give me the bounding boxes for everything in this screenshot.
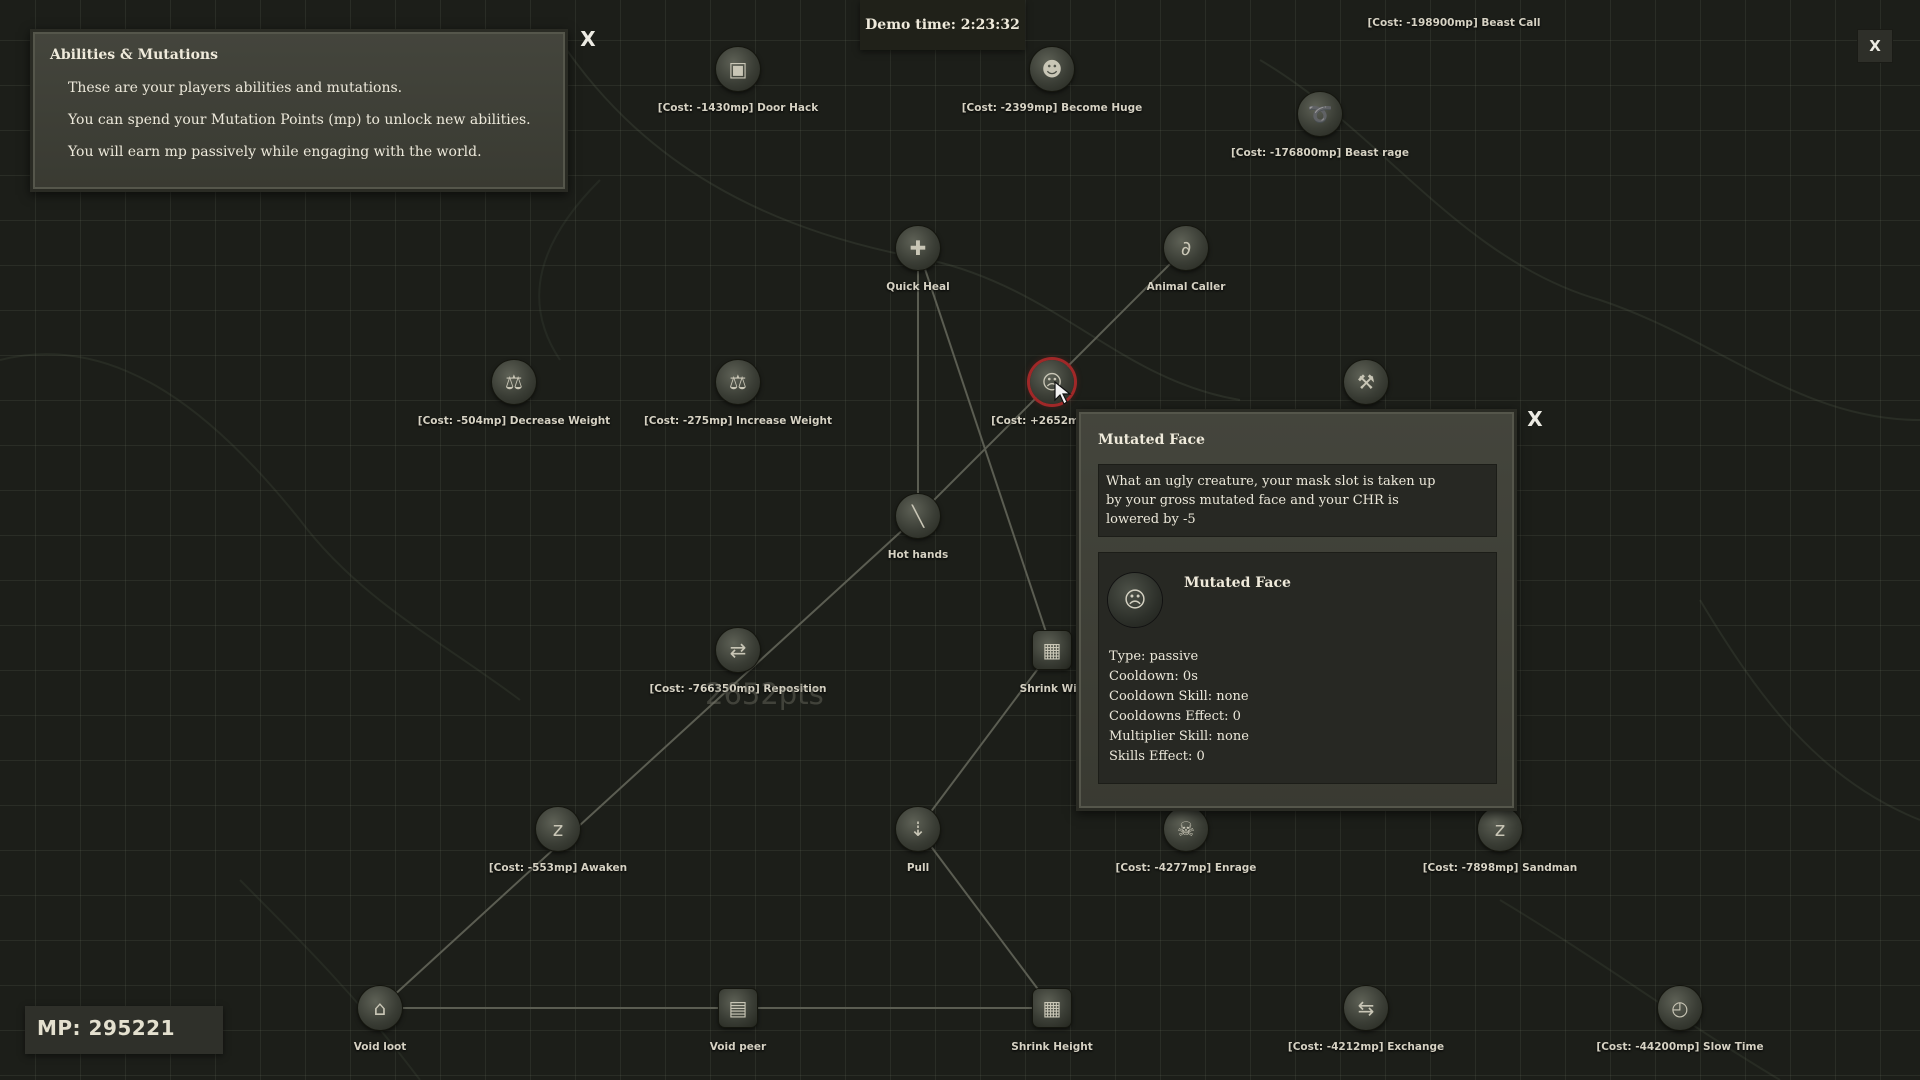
awaken-icon[interactable]: z	[536, 807, 580, 851]
info-line: These are your players abilities and mut…	[68, 80, 403, 96]
mouse-cursor-icon	[1054, 380, 1072, 405]
tooltip-detail-box: ☹ Mutated Face Type: passive Cooldown: 0…	[1098, 552, 1497, 784]
shrink-width-icon[interactable]: ▦	[1033, 631, 1071, 669]
skill-node-label: Hot hands	[887, 549, 949, 561]
skill-link-hot-hands-void-loot	[379, 515, 919, 1009]
skill-node-label: Quick Heal	[886, 281, 950, 293]
info-line: You will earn mp passively while engagin…	[68, 144, 482, 160]
exchange-icon[interactable]: ⇆	[1344, 986, 1388, 1030]
stat-cooldown-skill: Cooldown Skill: none	[1109, 689, 1249, 704]
skill-node-label: [Cost: -2399mp] Become Huge	[961, 102, 1143, 114]
info-line: You can spend your Mutation Points (mp) …	[68, 112, 531, 128]
mutation-points-display: MP: 295221	[25, 1006, 223, 1054]
skill-node-label: [Cost: -275mp] Increase Weight	[644, 415, 832, 427]
plus-icon[interactable]: ✚	[896, 226, 940, 270]
skill-node-label: [Cost: -7898mp] Sandman	[1422, 862, 1578, 874]
skill-node-label: Shrink Wid	[1019, 683, 1085, 695]
skill-link-shrink-width-pull	[917, 649, 1053, 830]
stat-multiplier-skill: Multiplier Skill: none	[1109, 729, 1249, 744]
hot-hands-icon[interactable]: ╲	[896, 494, 940, 538]
tooltip-description: What an ugly creature, your mask slot is…	[1106, 474, 1436, 527]
skill-node-label: [Cost: -766350mp] Reposition	[649, 683, 827, 695]
skill-node-label: [Cost: -553mp] Awaken	[488, 862, 628, 874]
stat-cooldowns-effect: Cooldowns Effect: 0	[1109, 709, 1241, 724]
skill-node-label: Void peer	[709, 1041, 767, 1053]
tooltip-skill-name: Mutated Face	[1184, 575, 1291, 591]
skill-node-label: Pull	[906, 862, 930, 874]
stat-type: Type: passive	[1109, 649, 1199, 664]
close-skill-tree-button[interactable]: X	[1857, 29, 1893, 63]
mutated-face-icon: ☹	[1108, 573, 1162, 627]
become-huge-icon[interactable]: ☻	[1030, 47, 1074, 91]
tool-icon[interactable]: ⚒	[1344, 360, 1388, 404]
animal-caller-icon[interactable]: ∂	[1164, 226, 1208, 270]
stopwatch-icon[interactable]: ◴	[1658, 986, 1702, 1030]
enrage-icon[interactable]: ☠	[1164, 807, 1208, 851]
skill-node-label: [Cost: -198900mp] Beast Call	[1367, 17, 1541, 29]
stat-cooldown: Cooldown: 0s	[1109, 669, 1198, 684]
door-hack-icon[interactable]: ▣	[716, 47, 760, 91]
stat-skills-effect: Skills Effect: 0	[1109, 749, 1205, 764]
points-watermark: 2652pts	[705, 677, 824, 711]
pull-icon[interactable]: ⇣	[896, 807, 940, 851]
skill-node-label: [Cost: -4212mp] Exchange	[1287, 1041, 1445, 1053]
tooltip-title: Mutated Face	[1098, 432, 1205, 448]
void-peer-icon[interactable]: ▤	[719, 989, 757, 1027]
tooltip-description-box: What an ugly creature, your mask slot is…	[1098, 464, 1497, 537]
close-tooltip-button[interactable]: X	[1527, 407, 1543, 431]
abilities-info-panel: Abilities & Mutations These are your pla…	[30, 29, 568, 192]
demo-time-bar: Demo time: 2:23:32	[860, 0, 1025, 50]
skill-tooltip-panel: Mutated Face What an ugly creature, your…	[1076, 409, 1517, 811]
info-panel-title: Abilities & Mutations	[50, 47, 218, 63]
skill-node-label: [Cost: -4277mp] Enrage	[1115, 862, 1257, 874]
shrink-height-icon[interactable]: ▦	[1033, 989, 1071, 1027]
skill-node-label: Shrink Height	[1011, 1041, 1093, 1053]
demo-time: Demo time: 2:23:32	[865, 17, 1020, 33]
skill-node-label: Animal Caller	[1146, 281, 1226, 293]
skill-node-label: [Cost: -44200mp] Slow Time	[1596, 1041, 1764, 1053]
skill-node-label: Void loot	[353, 1041, 407, 1053]
skill-node-label: [Cost: -176800mp] Beast rage	[1231, 147, 1409, 159]
skill-link-pull-shrink-height	[917, 828, 1053, 1009]
increase-weight-icon[interactable]: ⚖	[716, 360, 760, 404]
mp-value: MP: 295221	[37, 1016, 176, 1040]
void-loot-icon[interactable]: ⌂	[358, 986, 402, 1030]
beast-rage-icon[interactable]: ➰	[1298, 92, 1342, 136]
sandman-icon[interactable]: z	[1478, 807, 1522, 851]
close-info-panel-button[interactable]: X	[580, 27, 596, 51]
decrease-weight-icon[interactable]: ⚖	[492, 360, 536, 404]
reposition-icon[interactable]: ⇄	[716, 628, 760, 672]
skill-node-label: [Cost: -504mp] Decrease Weight	[417, 415, 611, 427]
skill-node-label: [Cost: -1430mp] Door Hack	[657, 102, 819, 114]
